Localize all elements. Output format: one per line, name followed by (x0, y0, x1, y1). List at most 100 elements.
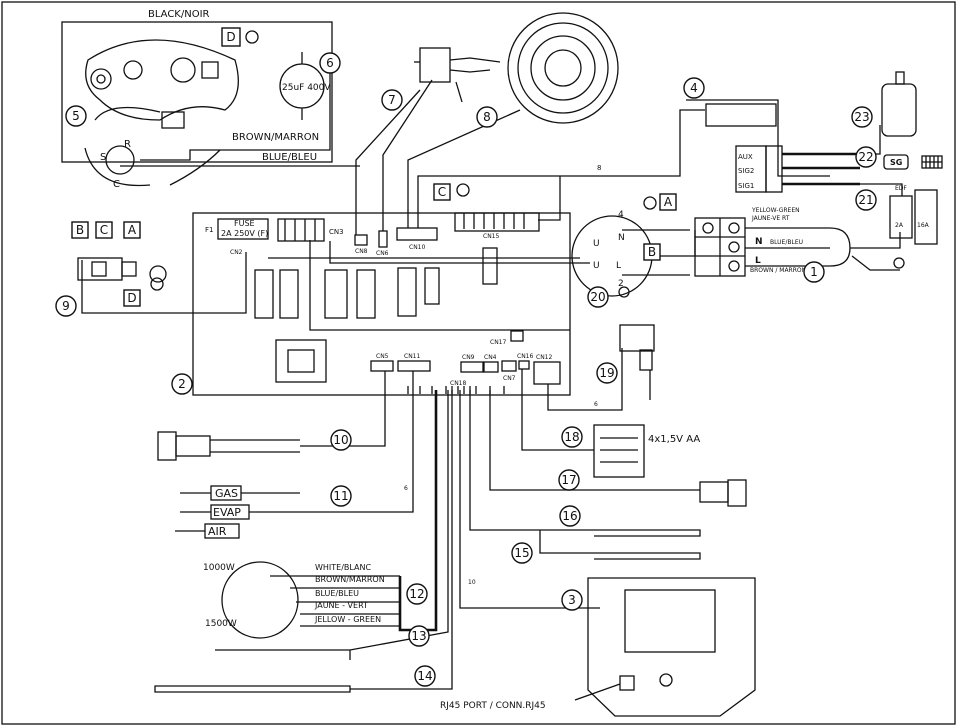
heater-1000w: 1000W (203, 563, 235, 573)
callout-15: 15 (511, 542, 533, 564)
wire-brown (140, 60, 331, 161)
callout-3: 3 (561, 589, 583, 611)
svg-text:19: 19 (599, 366, 614, 380)
letter-a-left: A (123, 221, 141, 239)
relay-3 (324, 269, 348, 319)
ground-symbol-top (245, 30, 259, 44)
svg-text:23: 23 (854, 110, 869, 124)
pressure-sensor-10 (157, 371, 386, 461)
switch-l: L (616, 261, 621, 271)
callout-10: 10 (330, 429, 352, 451)
callout-18: 18 (561, 426, 583, 448)
capacitor-label: 25uF 400V (282, 83, 331, 93)
fuse-f1: F1 (205, 226, 213, 234)
wire-fan (407, 109, 521, 228)
letter-c-left: C (95, 221, 113, 239)
svg-text:2: 2 (178, 377, 186, 391)
svg-text:14: 14 (417, 669, 432, 683)
breaker-2a: 2A (895, 222, 904, 229)
probe-14 (154, 685, 351, 693)
svg-text:B: B (648, 245, 656, 259)
cn6-label: CN6 (376, 250, 389, 257)
cn12-label: CN12 (536, 354, 552, 361)
compressor-arcs (84, 106, 221, 187)
cn7-label: CN7 (503, 375, 516, 382)
battery-label: 4x1,5V AA (648, 434, 700, 445)
transformer (275, 339, 327, 383)
switch-n: N (618, 233, 625, 243)
cn9-label: CN9 (462, 354, 475, 361)
cn4-label: CN4 (484, 354, 497, 361)
wire-valve (81, 252, 247, 314)
svg-text:21: 21 (858, 193, 873, 207)
cn18-label: CN18 (450, 380, 466, 387)
compressor-box (61, 21, 333, 163)
compressor-body (85, 39, 239, 121)
cn10-connector (396, 227, 438, 241)
svg-text:D: D (226, 30, 235, 44)
callout-23: 23 (851, 106, 873, 128)
svg-text:8: 8 (483, 110, 491, 124)
callout-7: 7 (381, 89, 403, 111)
compressor-mount-center (123, 60, 143, 80)
svg-text:20: 20 (590, 290, 605, 304)
cn6-connector (378, 230, 388, 248)
compressor-group: BLACK/NOIR R S C D 25uF 400V BROWN/MARRO… (61, 9, 360, 190)
wire-count-6c: 6 (594, 401, 598, 408)
cn17-connector (510, 330, 524, 342)
switch-u-bottom: U (593, 261, 600, 271)
fuse-rating: 2A 250V (F) (221, 229, 268, 238)
callout-21: 21 (855, 189, 877, 211)
callout-16: 16 (559, 505, 581, 527)
pressure-sensor-17 (489, 390, 747, 507)
expansion-valve: 6 (547, 324, 655, 411)
relay-4 (356, 269, 376, 319)
compressor-terminals (105, 145, 135, 175)
svg-text:4: 4 (690, 81, 698, 95)
neutral-label: N (755, 237, 763, 247)
callout-11: 11 (330, 485, 352, 507)
svg-text:3: 3 (568, 593, 576, 607)
heater-1500w: 1500W (205, 619, 237, 629)
blue-small-label: BLUE/BLEU (770, 239, 803, 246)
letter-a-right: A (659, 193, 677, 211)
cn15-connector (454, 212, 540, 232)
svg-text:A: A (128, 223, 137, 237)
circuit-breakers: EDF 2A 16A (889, 185, 938, 245)
cn8-label: CN8 (355, 248, 368, 255)
compressor-mount-left (90, 68, 112, 90)
probe-evap: EVAP (213, 506, 241, 519)
callout-5: 5 (65, 105, 87, 127)
battery-pack: 4x1,5V AA (521, 369, 700, 478)
wire-cn15 (417, 109, 705, 228)
rj45-label: RJ45 PORT / CONN.RJ45 (440, 701, 546, 711)
svg-text:17: 17 (561, 473, 576, 487)
svg-text:13: 13 (411, 629, 426, 643)
svg-text:1: 1 (810, 265, 818, 279)
terminal-block-4: AUX SIG2 SIG1 (686, 99, 903, 196)
label-brown: BROWN/MARRON (232, 132, 319, 143)
cn16-label: CN16 (517, 353, 533, 360)
svg-text:A: A (664, 195, 673, 209)
wire-count-8: 8 (597, 164, 601, 172)
svg-text:7: 7 (388, 93, 396, 107)
cn16-connector (518, 360, 530, 370)
callout-19: 19 (596, 362, 618, 384)
compressor-terminal-block (161, 111, 185, 129)
svg-text:22: 22 (858, 150, 873, 164)
svg-text:D: D (127, 291, 136, 305)
callout-6: 6 (319, 52, 341, 74)
cn5-connector (370, 360, 394, 372)
cn9-connector (460, 361, 484, 373)
callout-2: 2 (171, 373, 193, 395)
callout-8: 8 (476, 106, 498, 128)
wire-fan-motor (355, 89, 421, 235)
yellow-green-label: YELLOW-GREEN (751, 207, 800, 214)
relay-7 (482, 247, 498, 285)
wire-count-10: 10 (468, 579, 476, 586)
jaune-vert-rt-label: JAUNE-VE RT (751, 215, 790, 222)
terminal-s-label: S (100, 152, 106, 163)
compressor-dome (170, 57, 196, 83)
